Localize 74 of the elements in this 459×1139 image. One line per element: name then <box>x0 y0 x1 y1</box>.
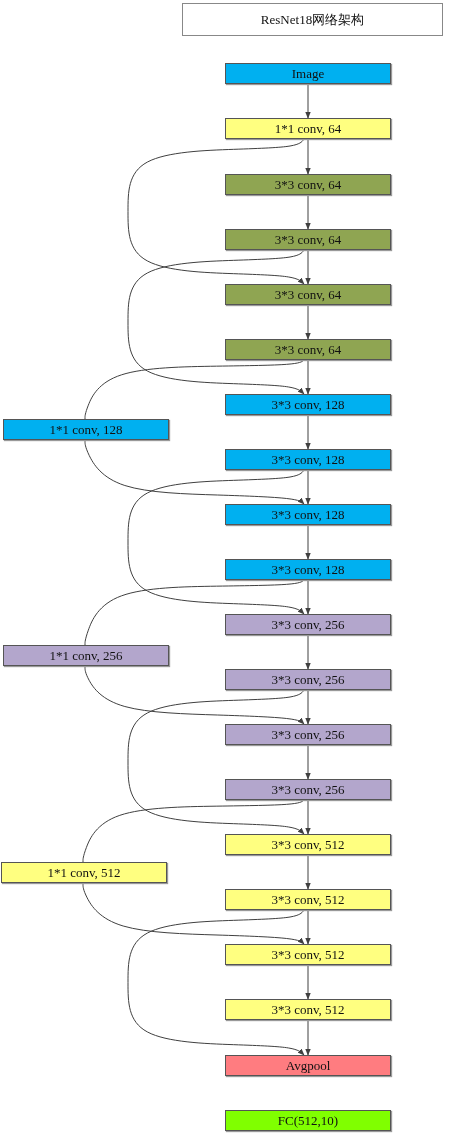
layer-label: 1*1 conv, 64 <box>274 120 342 137</box>
layer-label: FC(512,10) <box>277 1112 339 1129</box>
layer-label: 3*3 conv, 256 <box>271 781 345 798</box>
layer-label: 3*3 conv, 128 <box>271 451 345 468</box>
layer-box <box>225 834 391 855</box>
layer-box <box>3 419 169 440</box>
skip-connection-arrow <box>127 249 305 395</box>
layer-label: 3*3 conv, 64 <box>274 286 342 303</box>
layer-box <box>225 999 391 1020</box>
arrow <box>305 854 311 890</box>
arrow <box>305 414 311 450</box>
layer-box <box>225 1110 391 1131</box>
skip-connection-arrow <box>127 689 305 835</box>
arrow <box>305 83 311 119</box>
layer-box <box>225 889 391 910</box>
arrow <box>305 304 311 340</box>
skip-connection-arrow <box>82 882 305 945</box>
layer-label: 3*3 conv, 512 <box>271 891 345 908</box>
layer-box <box>225 779 391 800</box>
layer-label: Avgpool <box>285 1057 331 1074</box>
layer-box <box>225 339 391 360</box>
arrow <box>305 1019 311 1056</box>
layer-label: 3*3 conv, 512 <box>271 836 345 853</box>
layer-box <box>1 862 167 883</box>
layer-label: 1*1 conv, 128 <box>49 421 123 438</box>
layer-label: 1*1 conv, 512 <box>47 864 121 881</box>
layer-box <box>225 504 391 525</box>
layer-label: 3*3 conv, 64 <box>274 341 342 358</box>
layer-box <box>225 174 391 195</box>
layer-box <box>225 614 391 635</box>
layer-label: Image <box>291 65 325 82</box>
layer-box <box>225 449 391 470</box>
layer-label: 1*1 conv, 256 <box>49 647 123 664</box>
layer-label: 3*3 conv, 256 <box>271 616 345 633</box>
title-box <box>182 3 443 36</box>
arrow <box>305 634 311 670</box>
arrow <box>305 194 311 230</box>
arrow <box>305 689 311 725</box>
layer-box <box>225 1055 391 1076</box>
arrow <box>305 138 311 175</box>
layer-label: 3*3 conv, 128 <box>271 506 345 523</box>
layer-box <box>225 284 391 305</box>
layer-label: 3*3 conv, 64 <box>274 231 342 248</box>
layer-box <box>225 724 391 745</box>
skip-connection-arrow <box>84 439 305 505</box>
arrow <box>305 964 311 1000</box>
skip-connection-arrow <box>127 909 305 1056</box>
layer-box <box>225 118 391 139</box>
layer-label: 3*3 conv, 256 <box>271 726 345 743</box>
layer-box <box>225 229 391 250</box>
skip-connection-arrow <box>127 138 305 285</box>
title: ResNet18网络架构 <box>260 10 365 29</box>
layer-label: 3*3 conv, 512 <box>271 1001 345 1018</box>
layer-box <box>225 669 391 690</box>
layer-label: 3*3 conv, 64 <box>274 176 342 193</box>
arrow <box>305 744 311 780</box>
layer-label: 3*3 conv, 512 <box>271 946 345 963</box>
arrow <box>305 249 311 285</box>
arrow <box>305 524 311 560</box>
layer-label: 3*3 conv, 128 <box>271 561 345 578</box>
arrow <box>305 359 311 395</box>
layer-box <box>225 944 391 965</box>
layer-box <box>3 645 169 666</box>
arrow <box>305 469 311 505</box>
layer-box <box>225 394 391 415</box>
arrow <box>305 579 311 615</box>
layer-label: 3*3 conv, 128 <box>271 396 345 413</box>
arrow <box>305 909 311 945</box>
layer-box <box>225 63 391 84</box>
skip-connection-arrow <box>127 469 305 615</box>
layer-box <box>225 559 391 580</box>
skip-connection-arrow <box>84 665 305 725</box>
arrow <box>305 799 311 835</box>
layer-label: 3*3 conv, 256 <box>271 671 345 688</box>
